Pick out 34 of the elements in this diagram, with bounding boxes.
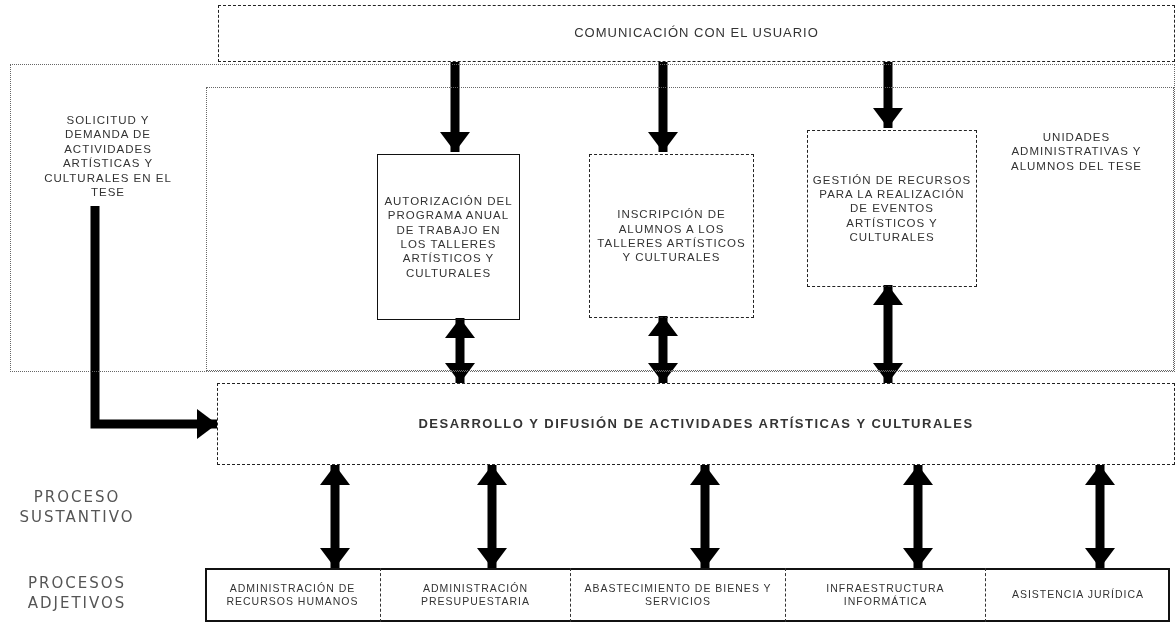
node-text: INSCRIPCIÓN DE ALUMNOS A LOS TALLERES ARTÍSTICOS Y CULTURALES [596,207,747,265]
process-box [206,87,1174,371]
arrow [477,465,507,568]
process-box [218,5,1175,62]
process-box [217,383,1175,465]
section-label: PROCESOS ADJETIVOS [26,574,128,613]
arrow [320,465,350,568]
node-text: AUTORIZACIÓN DEL PROGRAMA ANUAL DE TRABAJO EN LOS TALLERES ARTÍSTICOS Y CULTURALES [383,193,514,281]
arrow [648,62,678,152]
node-text: ABASTECIMIENTO DE BIENES Y SERVICIOS [583,581,773,609]
node-text: ADMINISTRACIÓN DE RECURSOS HUMANOS [225,581,360,609]
process-box [807,130,977,287]
section-label: PROCESO SUSTANTIVO [18,488,136,527]
arrow [445,318,475,383]
arrow [873,285,903,383]
arrow [648,316,678,383]
node-text: UNIDADES ADMINISTRATIVAS Y ALUMNOS DEL TESE [1009,130,1143,174]
arrow [1085,465,1115,568]
process-box [377,154,520,320]
arrow [903,465,933,568]
node-text: ADMINISTRACIÓN PRESUPUESTARIA [420,581,531,609]
group-frame [10,64,1175,372]
node-text: DESARROLLO Y DIFUSIÓN DE ACTIVIDADES ARTÍSTICAS Y CULTURALES [418,415,974,433]
arrow [90,206,217,439]
node-text: SOLICITUD Y DEMANDA DE ACTIVIDADES ARTÍSTICAS Y CULTURALES EN EL TESE [43,113,173,200]
process-box [589,154,754,318]
arrow [873,62,903,128]
node-text: COMUNICACIÓN CON EL USUARIO [574,25,819,42]
group-frame [205,568,1170,622]
arrow [440,62,470,152]
node-text: INFRAESTRUCTURA INFORMÁTICA [825,581,946,609]
arrow [690,465,720,568]
node-text: ASISTENCIA JURÍDICA [1011,588,1145,602]
node-text: GESTIÓN DE RECURSOS PARA LA REALIZACIÓN DE EVENTOS ARTÍSTICOS Y CULTURALES [811,172,973,245]
